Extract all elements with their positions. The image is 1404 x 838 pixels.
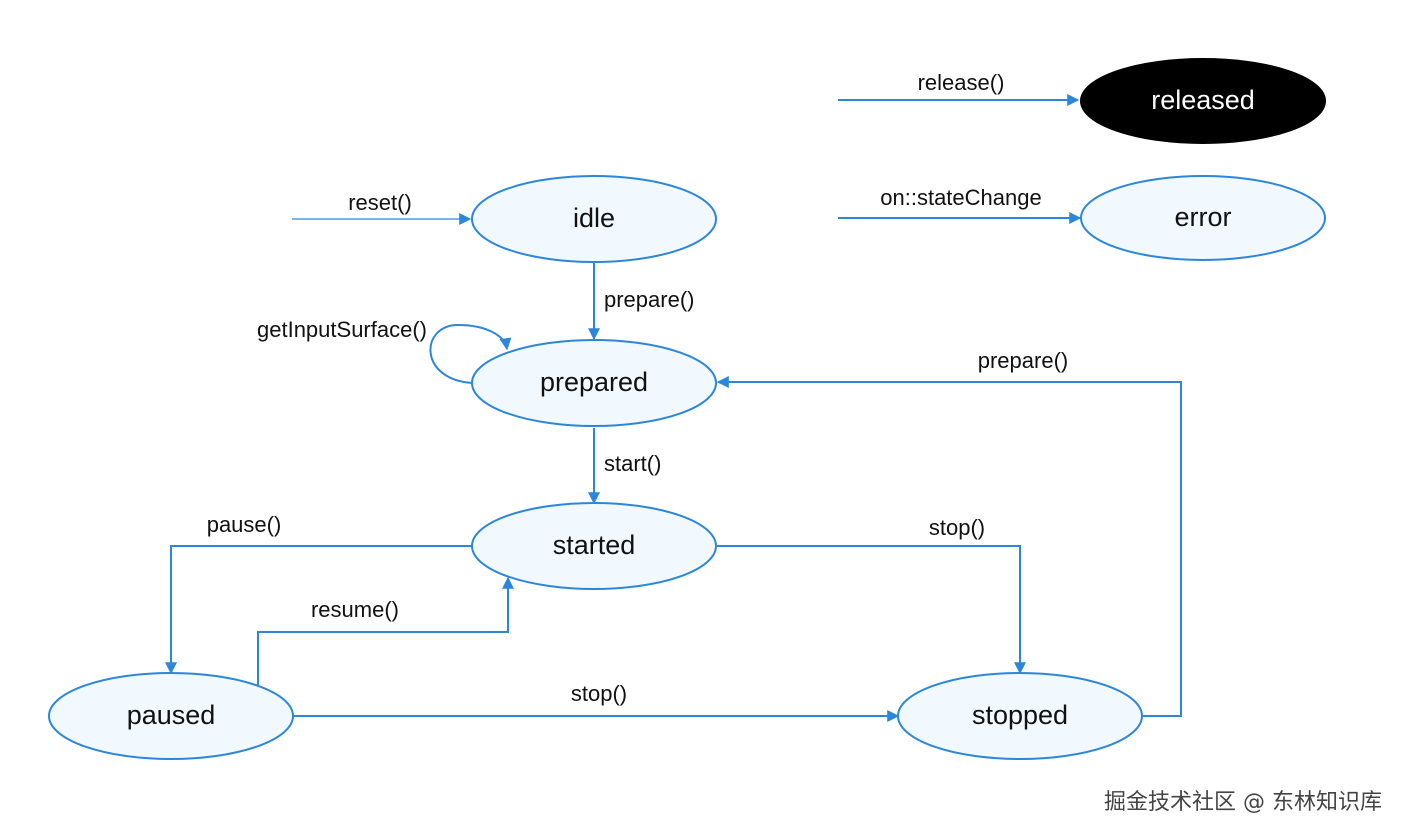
label-stop-from-started: stop() [929, 515, 985, 540]
node-released: released [1080, 58, 1326, 144]
edge-get-input-surface-loop [429, 323, 512, 384]
node-prepared-shape [471, 339, 717, 427]
watermark: 掘金技术社区 @ 东林知识库 [1104, 790, 1382, 815]
node-paused: paused [48, 672, 294, 760]
edges [165, 94, 1182, 722]
label-get-input-surface: getInputSurface() [257, 317, 427, 342]
label-state-change: on::stateChange [880, 185, 1041, 210]
node-stopped: stopped [897, 672, 1143, 760]
label-start: start() [604, 451, 661, 476]
node-error: error [1080, 175, 1326, 261]
node-idle-label: idle [573, 203, 615, 233]
node-paused-label: paused [127, 700, 216, 730]
label-stop-from-paused: stop() [571, 681, 627, 706]
edge-stopped-to-prepared [716, 376, 1182, 717]
edge-started-to-stopped [717, 545, 1026, 675]
node-prepared: prepared [471, 339, 717, 427]
node-prepared-label: prepared [540, 367, 648, 397]
node-error-shape [1080, 175, 1326, 261]
node-started-label: started [553, 530, 636, 560]
node-started: started [471, 502, 717, 590]
node-idle: idle [471, 175, 717, 263]
node-released-label: released [1151, 85, 1255, 115]
edge-labels: release() on::stateChange reset() prepar… [207, 70, 1069, 706]
label-reset: reset() [348, 190, 412, 215]
node-started-shape [471, 502, 717, 590]
node-stopped-shape [897, 672, 1143, 760]
node-error-label: error [1174, 202, 1231, 232]
label-prepare-from-idle: prepare() [604, 287, 694, 312]
node-paused-shape [48, 672, 294, 760]
node-stopped-label: stopped [972, 700, 1068, 730]
label-prepare-from-stopped: prepare() [978, 348, 1068, 373]
edge-paused-to-started [257, 576, 514, 686]
label-resume: resume() [311, 597, 399, 622]
edge-started-to-paused [165, 545, 471, 675]
node-idle-shape [471, 175, 717, 263]
node-released-shape [1080, 58, 1326, 144]
label-pause: pause() [207, 512, 282, 537]
label-release: release() [918, 70, 1005, 95]
